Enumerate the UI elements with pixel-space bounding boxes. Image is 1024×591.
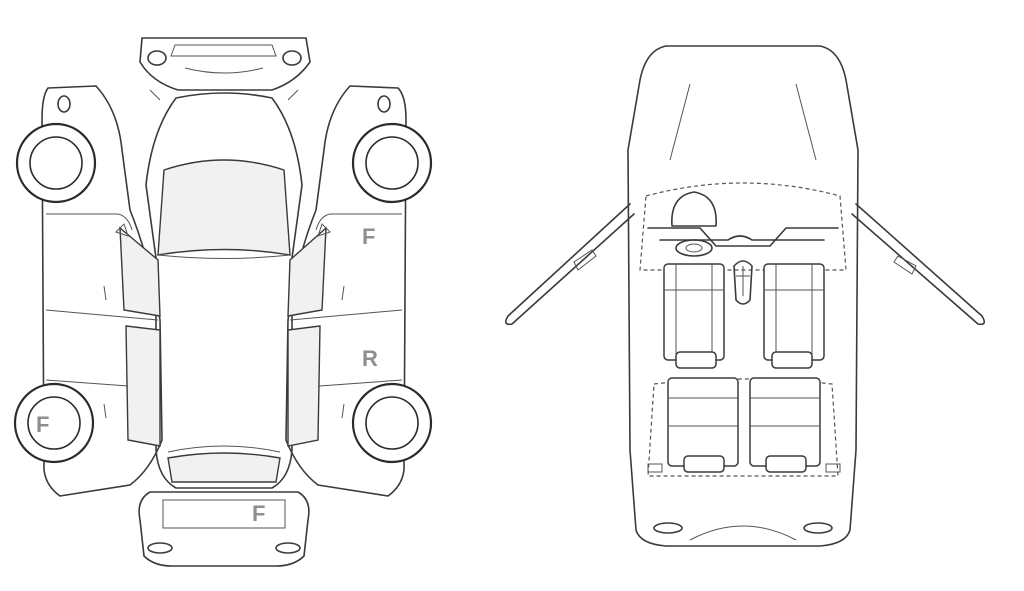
right-open-door[interactable] (851, 203, 986, 326)
dashboard[interactable] (639, 182, 847, 271)
right-side-panel[interactable]: F R (285, 85, 407, 497)
left-front-wheel[interactable] (15, 122, 97, 204)
interior-view (504, 45, 986, 547)
left-open-door[interactable] (504, 203, 635, 326)
mark-rear-bumper: F (252, 501, 265, 526)
mark-rear-right: R (362, 346, 378, 371)
mark-front-left: F (36, 412, 49, 437)
left-side-panel[interactable] (41, 85, 163, 497)
interior-body-outline[interactable] (627, 45, 859, 547)
front-left-seat[interactable] (663, 263, 725, 369)
rear-bench[interactable] (647, 377, 841, 477)
left-rear-wheel[interactable]: F (13, 382, 95, 464)
right-rear-wheel[interactable] (351, 382, 433, 464)
mark-front-right: F (362, 224, 375, 249)
steering-wheel[interactable] (671, 191, 717, 257)
front-bumper-panel[interactable] (139, 37, 311, 101)
front-right-seat[interactable] (763, 263, 825, 369)
gear-shifter[interactable] (733, 260, 753, 305)
right-front-wheel[interactable] (351, 122, 433, 204)
body-top-panel[interactable] (145, 92, 303, 489)
rear-bumper-panel[interactable]: F (138, 491, 310, 567)
exterior-view: F F (13, 37, 433, 567)
